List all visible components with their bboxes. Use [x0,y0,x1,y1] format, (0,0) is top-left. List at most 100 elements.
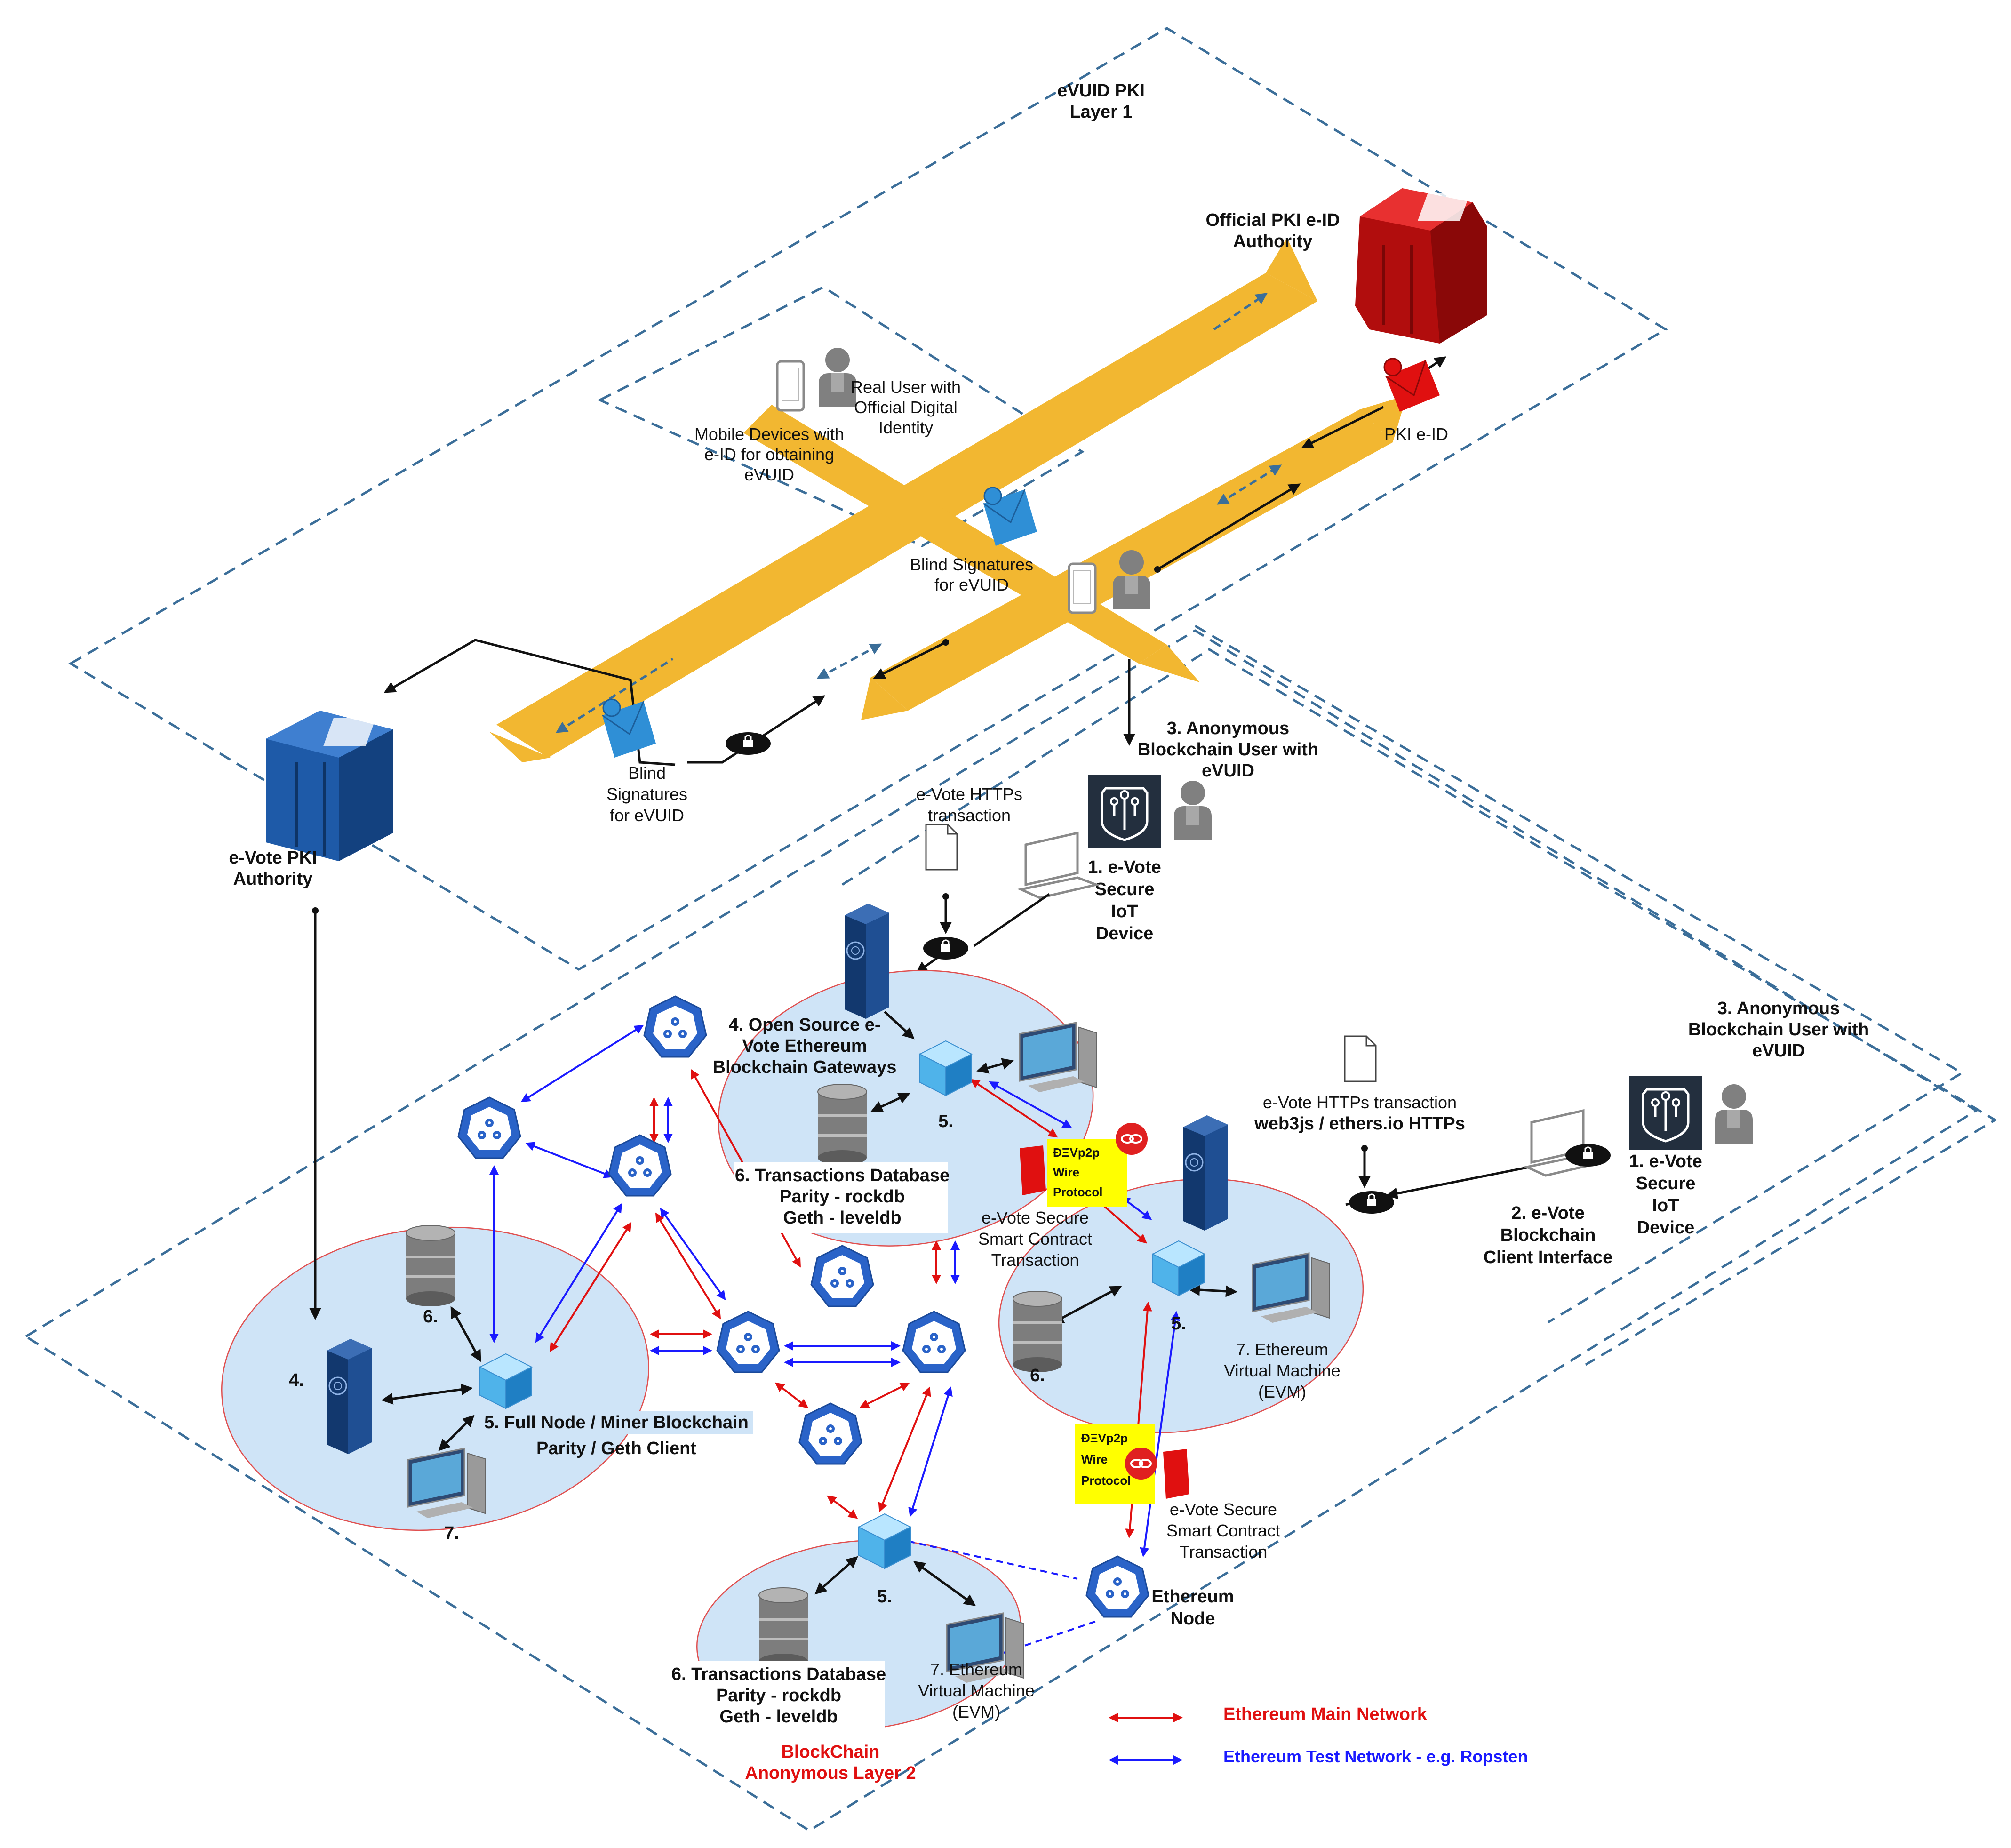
user-icon [1715,1084,1753,1144]
svg-text:7. Ethereum: 7. Ethereum [1236,1340,1328,1359]
txdb-bottom-label: 6. Transactions Database Parity - rockdb… [670,1661,886,1732]
svg-text:Secure: Secure [1095,880,1155,899]
svg-text:e-ID for obtaining: e-ID for obtaining [704,445,834,464]
pki-eid-label: PKI e-ID [1384,424,1448,444]
svg-text:Authority: Authority [1233,232,1313,251]
svg-text:(EVM): (EVM) [952,1702,1000,1721]
node-number-label: 5. [1171,1314,1186,1334]
svg-text:eVUID: eVUID [1202,761,1254,781]
blind-signatures-upper-label: Blind Signatures for eVUID [910,555,1033,594]
svg-text:5. Full Node / Miner Blockchai: 5. Full Node / Miner Blockchain [484,1413,749,1432]
legend-test-network: Ethereum Test Network - e.g. Ropsten [1223,1747,1528,1766]
full-node-label: 5. Full Node / Miner Blockchain Parity /… [484,1411,753,1458]
lock-icon [1564,1143,1612,1168]
evote-pki-server-blue-icon [266,711,393,861]
link-icon [1124,1447,1158,1480]
database-icon [406,1225,455,1307]
evote-pki-label: e-Vote PKI Authority [229,848,317,889]
smart-contract-card-icon [1163,1449,1189,1499]
hexagon-node-icon [810,1245,874,1307]
svg-text:Geth - leveldb: Geth - leveldb [719,1707,838,1727]
gateway-server-icon [844,903,890,1020]
gateways-label: 4. Open Source e- Vote Ethereum Blockcha… [713,1015,897,1077]
svg-text:3. Anonymous: 3. Anonymous [1167,719,1289,738]
mobile-icon [777,361,804,410]
mobile-devices-label: Mobile Devices with e-ID for obtaining e… [694,424,844,484]
svg-text:6. Transactions Database: 6. Transactions Database [735,1166,950,1185]
evm-bottom-label: 7. Ethereum Virtual Machine (EVM) [918,1660,1034,1721]
iot-chip-icon [1088,775,1161,848]
db-number-label: 6. [423,1307,438,1327]
wire-protocol-2: ÐΞVp2p Wire Protocol [1075,1424,1155,1504]
document-icon [925,824,958,871]
svg-text:Parity / Geth Client: Parity / Geth Client [536,1439,696,1458]
svg-text:e-Vote PKI: e-Vote PKI [229,848,317,868]
layer1-zone-border [68,27,1668,971]
svg-text:Node: Node [1171,1609,1215,1629]
wire-protocol-1: ÐΞVp2p Wire Protocol [1047,1139,1127,1207]
svg-text:Layer 1: Layer 1 [1069,102,1132,122]
iot-top-label: 1. e-Vote Secure IoT Device [1088,857,1161,944]
svg-text:e-Vote HTTPs: e-Vote HTTPs [916,784,1022,804]
svg-text:Wire: Wire [1081,1452,1108,1466]
svg-text:e-Vote HTTPs transaction: e-Vote HTTPs transaction [1263,1093,1457,1112]
svg-text:Secure: Secure [1636,1174,1696,1193]
svg-text:e-Vote Secure: e-Vote Secure [982,1208,1089,1227]
svg-text:Blind: Blind [628,763,666,783]
svg-text:Protocol: Protocol [1053,1185,1102,1199]
database-icon [817,1084,867,1166]
anon-user-right-label: 3. Anonymous Blockchain User with eVUID [1688,999,1869,1061]
hexagon-node-icon [716,1311,780,1373]
database-icon [758,1587,808,1669]
gateway-server-icon [1182,1114,1229,1232]
svg-text:eVUID: eVUID [744,465,794,484]
svg-text:Parity - rockdb: Parity - rockdb [716,1686,841,1705]
svg-text:Signatures: Signatures [606,784,687,804]
svg-text:Client Interface: Client Interface [1484,1248,1613,1267]
blind-signatures-lower-label: Blind Signatures for eVUID [606,763,687,825]
hexagon-node-icon [902,1311,966,1373]
svg-text:eVUID PKI: eVUID PKI [1057,81,1145,101]
envelope-icon [601,698,657,759]
layer2-title: BlockChain Anonymous Layer 2 [745,1742,916,1783]
hexagon-node-icon [643,995,707,1058]
svg-text:Blockchain Gateways: Blockchain Gateways [713,1057,897,1077]
svg-text:transaction: transaction [928,806,1011,825]
lock-icon [922,936,969,960]
svg-text:Virtual Machine: Virtual Machine [1224,1361,1340,1380]
official-pki-server-red-icon [1355,188,1487,344]
smart-contract-card-icon [1020,1145,1046,1195]
ethereum-node-label: Ethereum Node [1151,1587,1234,1629]
svg-text:Real User with: Real User with [851,377,961,397]
hexagon-node-icon [608,1134,672,1197]
layer2-zone-border [24,624,1997,1832]
svg-text:Transaction: Transaction [1180,1542,1268,1561]
legend: Ethereum Main Network Ethereum Test Netw… [1109,1704,1528,1766]
svg-text:Transaction: Transaction [991,1250,1079,1270]
envelope-icon [982,487,1038,547]
svg-text:(EVM): (EVM) [1258,1382,1306,1401]
document-icon [1344,1035,1377,1082]
svg-text:web3js / ethers.io HTTPs: web3js / ethers.io HTTPs [1254,1114,1465,1134]
database-icon [1013,1291,1062,1373]
dashed-blue-links [908,1540,1097,1657]
iot-chip-icon [1629,1076,1702,1150]
svg-text:ÐΞVp2p: ÐΞVp2p [1053,1145,1100,1160]
db-number-label: 6. [1030,1366,1045,1385]
svg-text:Blockchain User with: Blockchain User with [1688,1020,1869,1040]
svg-text:6. Transactions Database: 6. Transactions Database [671,1664,886,1684]
svg-text:for eVUID: for eVUID [934,575,1009,594]
svg-text:Device: Device [1637,1218,1695,1238]
svg-text:Protocol: Protocol [1081,1473,1131,1488]
svg-text:Smart Contract: Smart Contract [978,1229,1092,1248]
svg-text:Official PKI e-ID: Official PKI e-ID [1205,210,1340,230]
test-network-links [489,1024,1180,1557]
user-icon [1174,781,1212,840]
svg-text:Vote Ethereum: Vote Ethereum [742,1036,867,1056]
iot-right-label: 1. e-Vote Secure IoT Device [1629,1152,1702,1238]
svg-text:Blockchain User with: Blockchain User with [1138,740,1318,760]
node-number-label: 5. [877,1587,892,1607]
svg-text:1. e-Vote: 1. e-Vote [1629,1152,1702,1171]
svg-text:eVUID: eVUID [1752,1041,1805,1061]
